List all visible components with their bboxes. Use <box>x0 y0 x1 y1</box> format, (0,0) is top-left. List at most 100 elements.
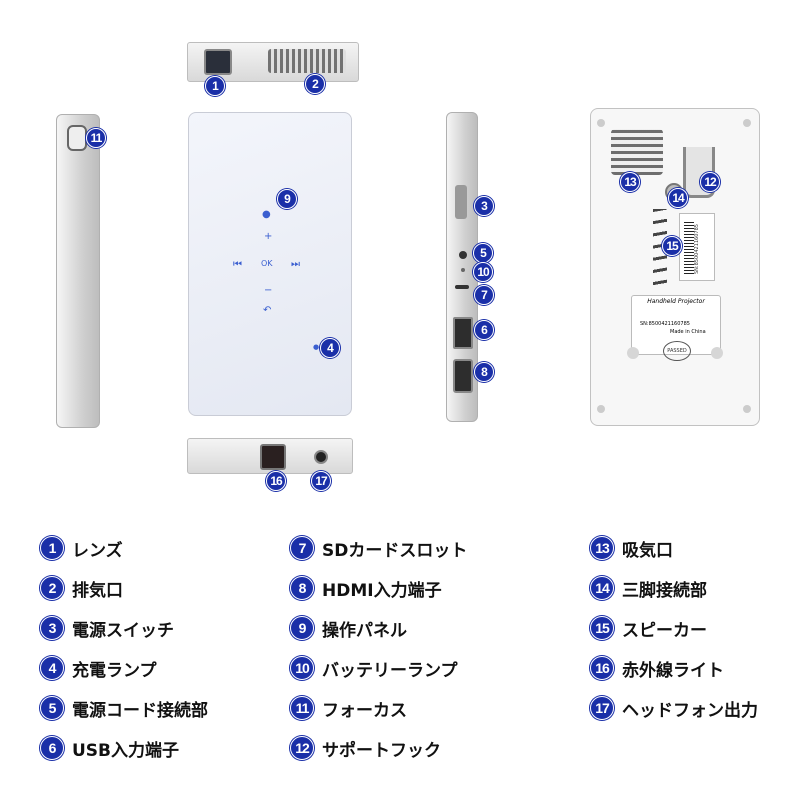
rubber-foot <box>597 405 605 413</box>
legend-label: スピーカー <box>622 620 707 641</box>
legend-badge: 4 <box>40 656 64 680</box>
callout-badge-6: 6 <box>474 320 494 340</box>
device-front-panel: ● + ⏮ OK ⏭ − ↶ ● <box>188 112 352 416</box>
infrared-window <box>260 444 286 470</box>
legend-label: 電源コード接続部 <box>72 700 208 721</box>
exhaust-vent <box>268 49 346 73</box>
usb-port <box>453 317 473 349</box>
serial-sticker-barcode <box>684 220 694 274</box>
legend-item: 2 排気口 <box>40 575 123 601</box>
legend-badge: 3 <box>40 616 64 640</box>
hdmi-port <box>453 359 473 393</box>
legend-item: 15 スピーカー <box>590 615 707 641</box>
legend-item: 14 三脚接続部 <box>590 575 707 601</box>
legend-label: ヘッドフォン出力 <box>622 700 758 721</box>
callout-badge-8: 8 <box>474 362 494 382</box>
callout-badge-12: 12 <box>700 172 720 192</box>
callout-badge-4: 4 <box>320 338 340 358</box>
legend-badge: 14 <box>590 576 614 600</box>
legend-item: 1 レンズ <box>40 535 123 561</box>
legend-badge: 10 <box>290 656 314 680</box>
callout-badge-1: 1 <box>205 76 225 96</box>
legend-badge: 6 <box>40 736 64 760</box>
legend-item: 6 USB入力端子 <box>40 735 179 761</box>
legend-label: レンズ <box>72 540 123 561</box>
callout-badge-2: 2 <box>305 74 325 94</box>
callout-badge-16: 16 <box>266 471 286 491</box>
legend-item: 17 ヘッドフォン出力 <box>590 695 758 721</box>
legend-badge: 17 <box>590 696 614 720</box>
passed-stamp-text: PASSED <box>667 348 687 354</box>
callout-badge-14: 14 <box>668 188 688 208</box>
lens <box>204 49 232 75</box>
legend-label: 排気口 <box>72 580 123 601</box>
speaker-grille <box>653 209 667 289</box>
battery-lamp <box>461 268 465 272</box>
legend-item: 3 電源スイッチ <box>40 615 174 641</box>
previous-touch-icon: ⏮ <box>233 259 242 270</box>
legend-label: 電源スイッチ <box>72 620 174 641</box>
device-back-view: SN:8500421160785 Handheld Projector SN:8… <box>590 108 760 426</box>
legend-badge: 8 <box>290 576 314 600</box>
callout-badge-13: 13 <box>620 172 640 192</box>
legend-label: バッテリーランプ <box>322 660 458 681</box>
headphone-jack <box>314 450 328 464</box>
power-switch <box>455 185 467 219</box>
rubber-foot <box>597 119 605 127</box>
legend-label: 操作パネル <box>322 620 407 641</box>
legend-label: USB入力端子 <box>72 740 180 761</box>
volume-down-touch-icon: − <box>264 285 273 296</box>
legend-badge: 13 <box>590 536 614 560</box>
ok-touch-icon: OK <box>261 259 273 268</box>
sd-card-slot <box>455 285 469 289</box>
legend-label: 三脚接続部 <box>622 580 707 601</box>
legend-item: 12 サポートフック <box>290 735 441 761</box>
device-left-side-view <box>56 114 100 428</box>
legend-badge: 11 <box>290 696 314 720</box>
callout-badge-15: 15 <box>662 236 682 256</box>
legend-badge: 2 <box>40 576 64 600</box>
power-touch-icon: ● <box>262 209 271 220</box>
callout-badge-9: 9 <box>277 189 297 209</box>
legend-badge: 16 <box>590 656 614 680</box>
back-touch-icon: ↶ <box>263 305 272 316</box>
legend-item: 11 フォーカス <box>290 695 407 721</box>
legend-label: サポートフック <box>322 740 441 761</box>
device-right-side-view <box>446 112 478 422</box>
legend-item: 16 赤外線ライト <box>590 655 724 681</box>
legend-badge: 12 <box>290 736 314 760</box>
callout-badge-5: 5 <box>473 243 493 263</box>
legend-badge: 9 <box>290 616 314 640</box>
callout-badge-3: 3 <box>474 196 494 216</box>
legend-item: 4 充電ランプ <box>40 655 157 681</box>
legend-item: 7 SDカードスロット <box>290 535 467 561</box>
legend-label: SDカードスロット <box>322 540 468 561</box>
callout-badge-11: 11 <box>86 128 106 148</box>
legend-label: 充電ランプ <box>72 660 157 681</box>
rubber-foot <box>743 119 751 127</box>
label-plate-made: Made in China <box>670 329 706 335</box>
rubber-foot <box>711 347 723 359</box>
serial-sticker-text: SN:8500421160785 <box>694 224 700 274</box>
legend-item: 10 バッテリーランプ <box>290 655 458 681</box>
legend-label: フォーカス <box>322 700 407 721</box>
rubber-foot <box>627 347 639 359</box>
legend-badge: 1 <box>40 536 64 560</box>
legend-badge: 7 <box>290 536 314 560</box>
product-label-plate: Handheld Projector SN:8500421160785 Made… <box>631 295 721 355</box>
passed-stamp: PASSED <box>663 341 691 361</box>
label-plate-title: Handheld Projector <box>647 298 705 305</box>
power-cord-port <box>459 251 467 259</box>
serial-sticker: SN:8500421160785 <box>679 213 715 281</box>
legend-label: 赤外線ライト <box>622 660 724 681</box>
legend-badge: 15 <box>590 616 614 640</box>
callout-badge-7: 7 <box>474 285 494 305</box>
rubber-foot <box>743 405 751 413</box>
device-bottom-view <box>187 438 353 474</box>
intake-vent <box>611 129 663 175</box>
label-plate-sn: SN:8500421160785 <box>640 321 690 327</box>
next-touch-icon: ⏭ <box>291 259 300 270</box>
